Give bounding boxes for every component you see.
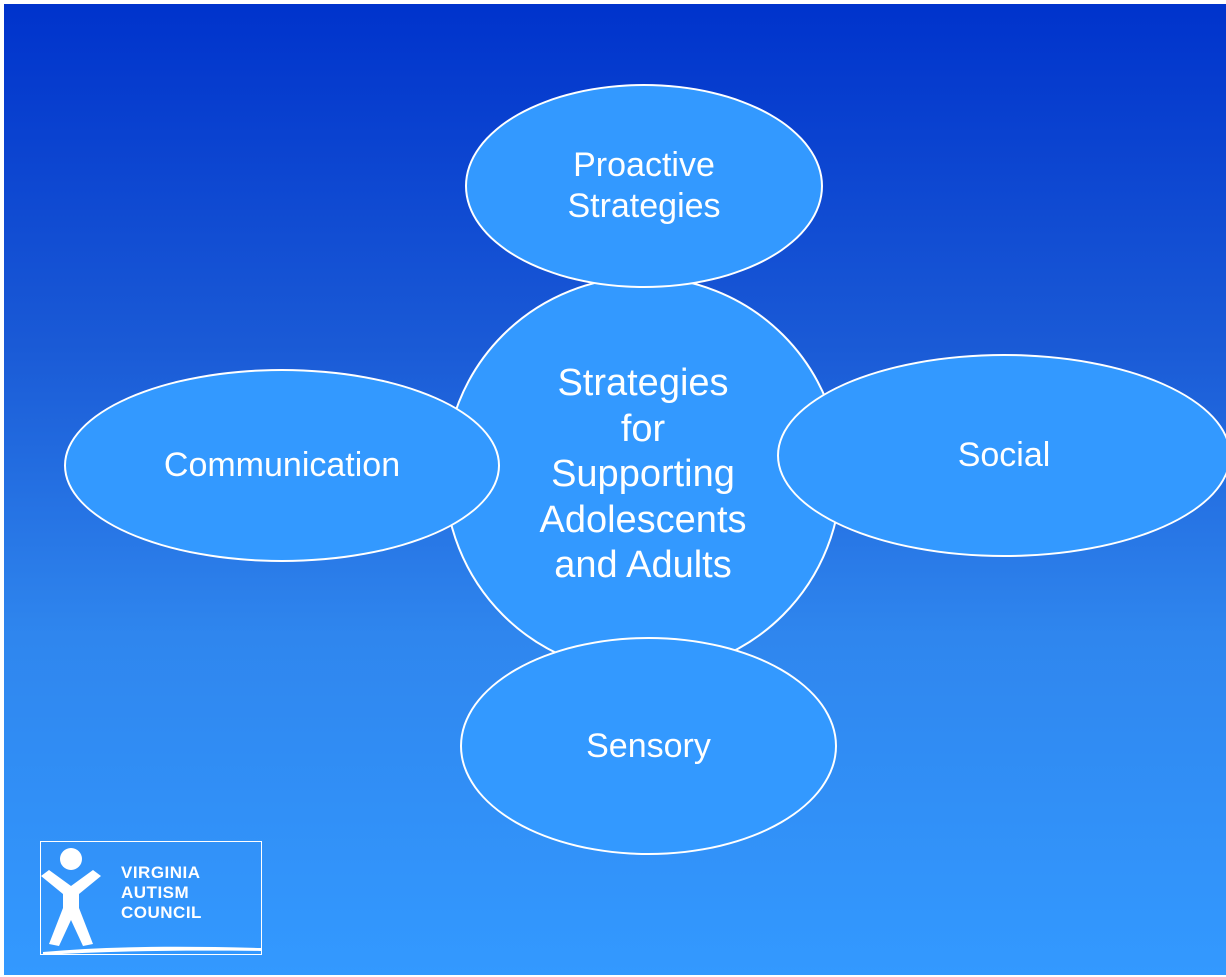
left-node-label: Communication: [163, 446, 401, 484]
slide-background: Strategies for Supporting Adolescents an…: [4, 4, 1226, 975]
top-node-label: Proactive Strategies: [567, 146, 721, 225]
virginia-autism-council-logo: VIRGINIA AUTISM COUNCIL: [40, 841, 262, 955]
right-node-label: Social: [957, 436, 1051, 474]
center-node-label: Strategies for Supporting Adolescents an…: [539, 362, 747, 587]
logo-line-2: AUTISM: [121, 883, 190, 902]
left-node: Communication: [64, 369, 500, 562]
center-node: Strategies for Supporting Adolescents an…: [444, 276, 842, 674]
logo-figure-icon: [41, 848, 261, 955]
top-node: Proactive Strategies: [465, 84, 823, 288]
logo-line-1: VIRGINIA: [121, 863, 201, 882]
right-node: Social: [777, 354, 1226, 557]
bottom-node: Sensory: [460, 637, 837, 855]
bottom-node-label: Sensory: [586, 726, 711, 765]
logo-text: VIRGINIA AUTISM COUNCIL: [121, 863, 202, 923]
logo-line-3: COUNCIL: [121, 903, 202, 922]
